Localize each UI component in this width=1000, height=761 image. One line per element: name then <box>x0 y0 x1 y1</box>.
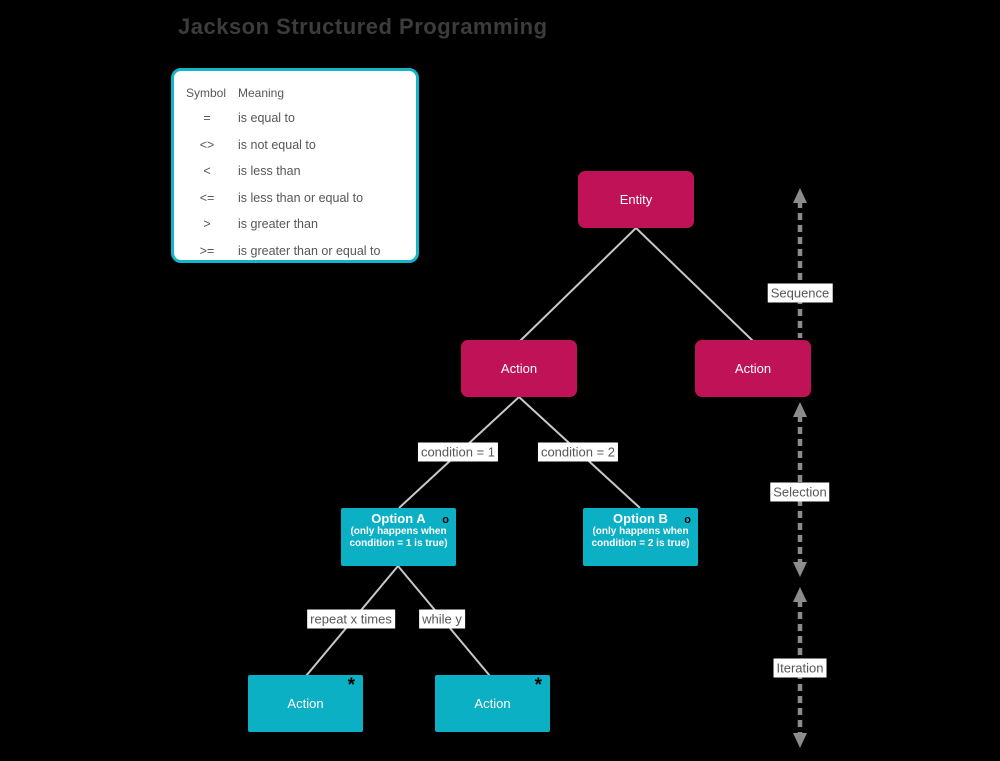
sequence-label: Sequence <box>767 283 833 303</box>
legend-symbol: >= <box>199 243 215 258</box>
while-y-label: while y <box>419 609 465 629</box>
page-title: Jackson Structured Programming <box>178 14 548 39</box>
legend-symbol: <> <box>199 137 215 152</box>
action-left-node: Action <box>461 340 577 397</box>
iteration-action-right-node: * Action <box>435 675 550 732</box>
legend-header-row: Symbol Meaning <box>186 80 406 105</box>
option-b-node: o Option B (only happens when condition … <box>583 508 698 566</box>
legend-row: = is equal to <box>186 105 406 132</box>
iteration-label: Iteration <box>773 658 827 678</box>
legend-row: >= is greater than or equal to <box>186 238 406 265</box>
legend-meaning: is equal to <box>238 111 295 126</box>
legend-symbol: <= <box>199 190 215 205</box>
legend-meaning: is less than <box>238 164 301 179</box>
legend-symbol: > <box>203 217 211 232</box>
action-right-label: Action <box>734 361 772 376</box>
legend-row: < is less than <box>186 158 406 185</box>
legend-meaning: is not equal to <box>238 137 316 152</box>
entity-label: Entity <box>619 192 653 207</box>
condition-1-label: condition = 1 <box>417 442 499 462</box>
iteration-action-left-node: * Action <box>248 675 363 732</box>
legend-symbol: < <box>203 164 211 179</box>
option-a-note: (only happens when condition = 1 is true… <box>349 526 448 549</box>
action-right-node: Action <box>695 340 811 397</box>
iteration-right-marker: * <box>534 675 542 696</box>
legend-meaning: is greater than <box>238 217 318 232</box>
legend-meaning: is greater than or equal to <box>238 243 381 258</box>
symbol-legend: Symbol Meaning = is equal to <> is not e… <box>171 68 419 263</box>
legend-row: <> is not equal to <box>186 132 406 159</box>
legend-row: <= is less than or equal to <box>186 185 406 212</box>
repeat-x-times-label: repeat x times <box>307 609 395 629</box>
legend-row: > is greater than <box>186 211 406 238</box>
option-a-selection-marker: o <box>442 514 449 526</box>
action-left-label: Action <box>500 361 538 376</box>
option-b-selection-marker: o <box>684 514 691 526</box>
option-a-node: o Option A (only happens when condition … <box>341 508 456 566</box>
sequence-arrow <box>793 188 807 338</box>
option-b-title: Option B <box>613 511 668 526</box>
option-b-note: (only happens when condition = 2 is true… <box>591 526 690 549</box>
entity-node: Entity <box>578 171 694 228</box>
iteration-left-label: Action <box>287 696 324 711</box>
condition-2-label: condition = 2 <box>537 442 619 462</box>
legend-header-meaning: Meaning <box>238 85 285 100</box>
legend-symbol: = <box>203 111 211 126</box>
selection-label: Selection <box>770 482 830 502</box>
iteration-right-label: Action <box>474 696 511 711</box>
iteration-left-marker: * <box>347 675 355 696</box>
legend-header-symbol: Symbol <box>186 85 227 100</box>
option-a-title: Option A <box>371 511 426 526</box>
legend-meaning: is less than or equal to <box>238 190 364 205</box>
